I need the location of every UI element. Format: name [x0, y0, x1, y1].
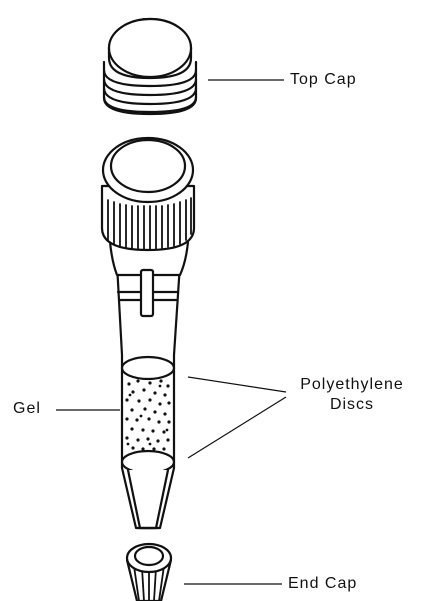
- polyethylene-label-line1: Polyethylene: [296, 375, 408, 395]
- polyethylene-discs-label: Polyethylene Discs: [296, 375, 408, 415]
- polyethylene-leader-bottom: [188, 397, 286, 458]
- top-cap-label: Top Cap: [290, 70, 357, 90]
- end-cap-illustration: [127, 544, 171, 601]
- polyethylene-leader-top: [188, 377, 286, 392]
- gel-label: Gel: [13, 399, 41, 419]
- end-cap-label: End Cap: [288, 574, 357, 594]
- top-cap-illustration: [104, 19, 196, 114]
- polyethylene-label-line2: Discs: [296, 395, 408, 415]
